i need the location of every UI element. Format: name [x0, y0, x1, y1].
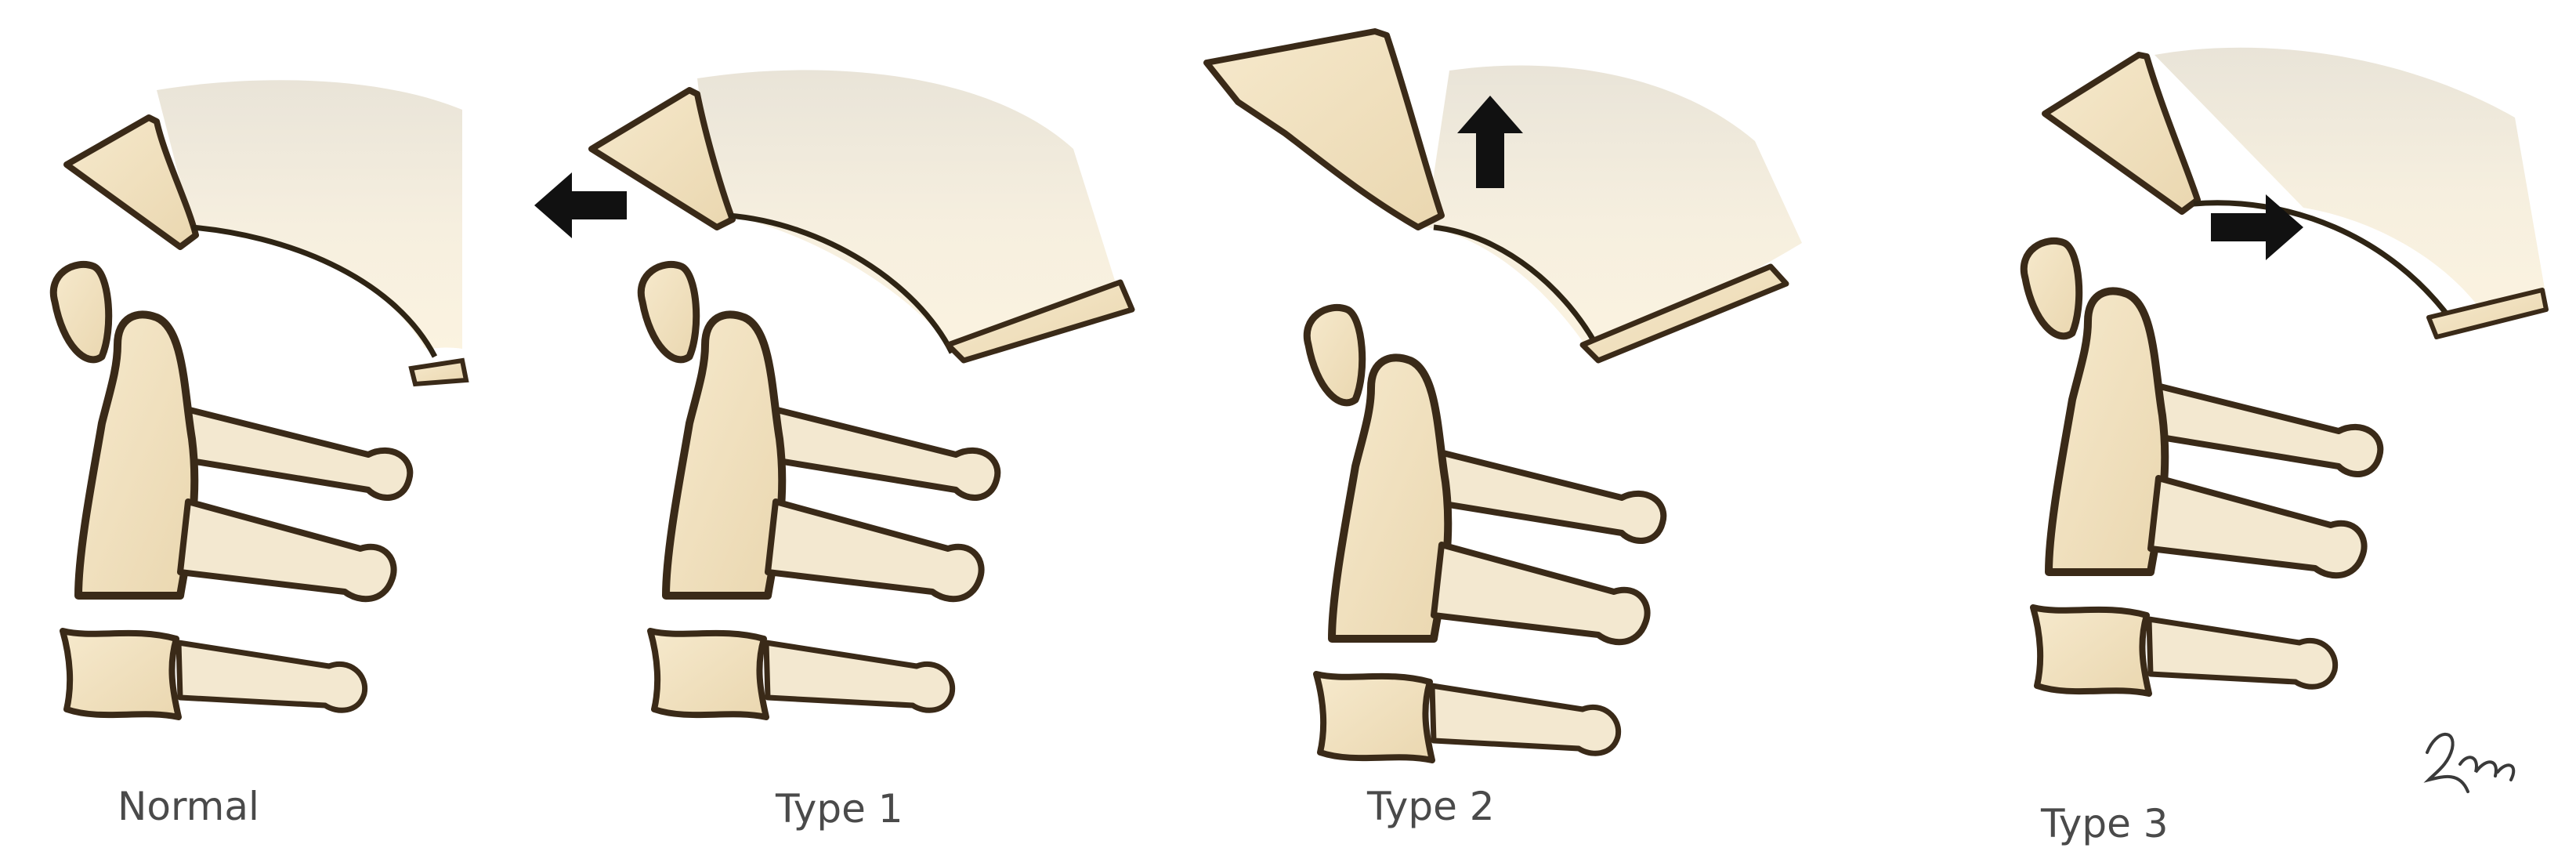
clivus — [2045, 55, 2198, 212]
opisthion — [411, 361, 466, 384]
arrow-left-icon — [534, 172, 627, 238]
panel-label-normal: Normal — [118, 784, 259, 829]
signature-mark — [2427, 734, 2513, 792]
cervical-spine — [1307, 307, 1663, 760]
skull-base — [157, 80, 462, 349]
panel-type-3 — [2024, 48, 2546, 694]
cervical-spine — [2024, 241, 2380, 694]
panel-label-type-3: Type 3 — [2041, 801, 2169, 846]
panel-normal — [53, 80, 466, 717]
panel-label-type-2: Type 2 — [1367, 784, 1495, 829]
cervical-spine — [53, 264, 410, 717]
panel-type-1 — [592, 70, 1132, 717]
panel-label-type-1: Type 1 — [776, 786, 903, 832]
skull-base — [2155, 48, 2546, 314]
clivus — [1207, 31, 1442, 227]
